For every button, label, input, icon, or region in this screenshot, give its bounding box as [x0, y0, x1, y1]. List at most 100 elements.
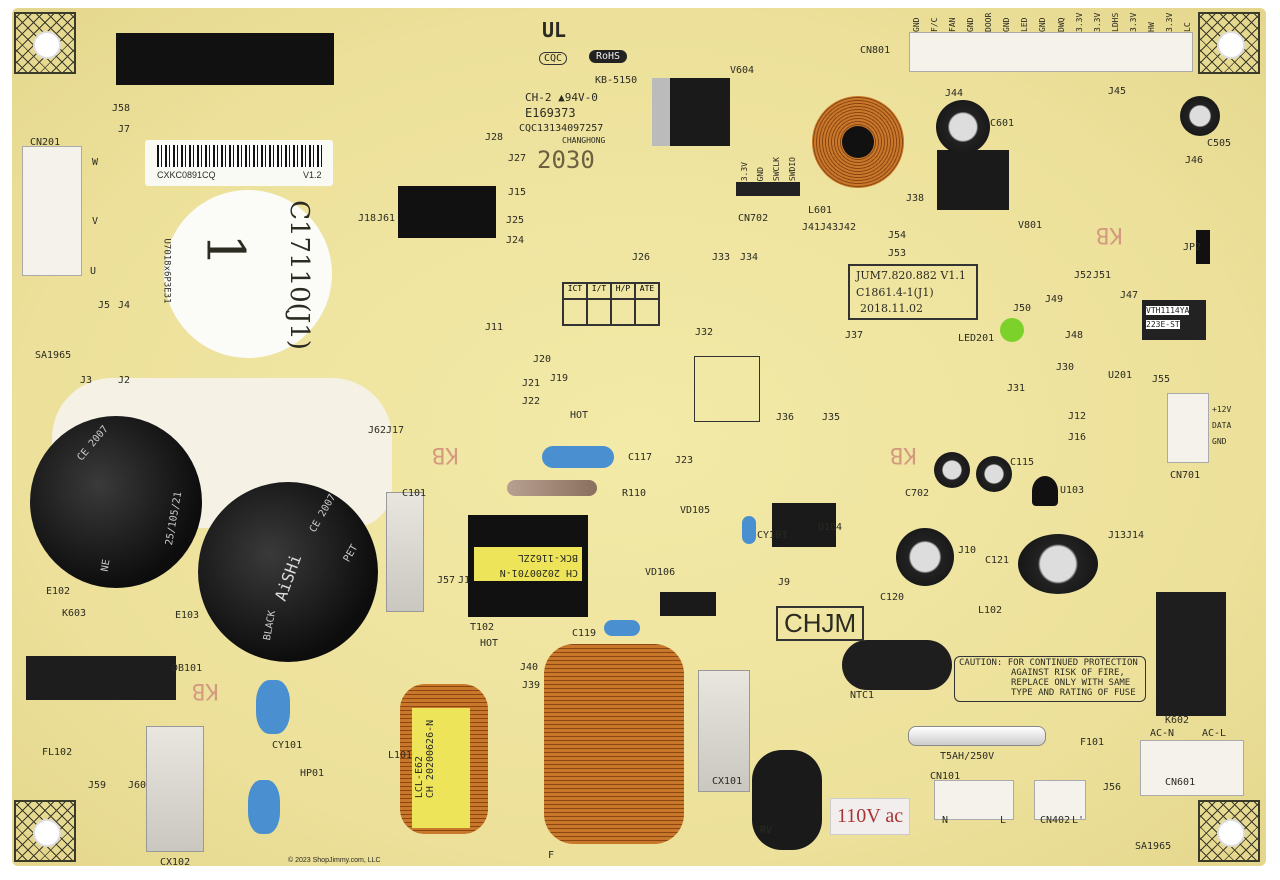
designator-j28: J28 [485, 132, 504, 143]
cn801-pin-label: GND [912, 17, 921, 32]
diode-vd106 [660, 592, 716, 616]
designator-n: N [942, 815, 949, 826]
cn702-pin-label: GND [755, 166, 765, 181]
cn701-pin-label: GND [1212, 437, 1227, 446]
cqc-mark: CQC [539, 52, 568, 65]
designator-j55: J55 [1152, 374, 1171, 385]
model-number: KB-5150 [595, 75, 638, 86]
choke-label-line: LCL-E62 [414, 755, 426, 799]
round-sticker: 1 C17110(J1) U7018x6P3E31 [161, 190, 332, 358]
cn801-pin-label: DOOR [984, 12, 994, 32]
designator-j5: J5 [98, 300, 111, 311]
transformer-label-line: CH 20200701-N [499, 567, 578, 578]
cn701-pin-label: DATA [1212, 421, 1232, 430]
designator-j23: J23 [675, 455, 694, 466]
mounting-hole-bottom-right [1198, 800, 1260, 862]
designator-c601: C601 [990, 118, 1015, 129]
cn801-pin-label: HW [1146, 22, 1156, 32]
designator-j30: J30 [1056, 362, 1075, 373]
date-code: 2030 [537, 146, 595, 174]
designator-j10: J10 [958, 545, 977, 556]
test-table-cell [611, 299, 635, 325]
cn601-pin-label: AC-L [1202, 728, 1227, 739]
redacted-label [398, 186, 496, 238]
designator-cx102: CX102 [160, 857, 191, 868]
designator-hp01: HP01 [300, 768, 325, 779]
resistor-r110 [507, 480, 597, 496]
capacitor-c601 [936, 100, 990, 154]
info-line: 2018.11.02 [860, 302, 923, 315]
designator-vd105: VD105 [680, 505, 711, 516]
designator-k602: K602 [1165, 715, 1190, 726]
designator-j7: J7 [118, 124, 131, 135]
cn702-pin-label: SWCLK [771, 156, 781, 181]
designator-cn601: CN601 [1165, 777, 1196, 788]
cn801-pin-label: F/C [930, 17, 940, 32]
designator-j40: J40 [520, 662, 539, 673]
designator-j13: J13 [1108, 530, 1127, 541]
sticker-small-code: U7018x6P3E31 [161, 238, 172, 304]
designator-l102: L102 [978, 605, 1003, 616]
cn801-pin-label: LED [1020, 17, 1030, 32]
blank-box [694, 356, 760, 422]
designator-hot: HOT [570, 410, 589, 421]
designator-j16: J16 [1068, 432, 1087, 443]
designator-cn402: CN402 [1040, 815, 1071, 826]
cn702-pin-label: SWDIO [787, 156, 797, 181]
mounting-hole-bottom-left [14, 800, 76, 862]
caution-box: CAUTION: FOR CONTINUED PROTECTION AGAINS… [954, 656, 1146, 702]
test-table-cell [587, 299, 611, 325]
designator-c505: C505 [1207, 138, 1232, 149]
test-table-header: I/T [587, 283, 611, 299]
designator-f101: F101 [1080, 737, 1105, 748]
designator-j32: J32 [695, 327, 714, 338]
cn801-pin-label: 3.3V [1164, 12, 1174, 32]
designator-j19: J19 [550, 373, 569, 384]
toroid-core [842, 126, 874, 158]
test-table-header: ICT [563, 283, 587, 299]
designator-j27: J27 [508, 153, 527, 164]
designator-j54: J54 [888, 230, 907, 241]
capacitor-e102 [30, 416, 202, 588]
designator-kb: KB [1096, 222, 1123, 247]
designator-cn702: CN702 [738, 213, 769, 224]
designator-c117: C117 [628, 452, 653, 463]
varistor-rv [752, 750, 822, 850]
capacitor-e103 [198, 482, 378, 662]
designator-c702: C702 [905, 488, 930, 499]
designator-j53: J53 [888, 248, 907, 259]
designator-l101: L101 [388, 750, 413, 761]
designator-kb: KB [432, 442, 459, 467]
caution-line: AGAINST RISK OF FIRE, [1011, 668, 1125, 678]
cn801-pin-label: GND [1038, 17, 1048, 32]
designator-j17: J17 [386, 425, 405, 436]
choke-label: LCL-E62 CH 20200626-N [412, 708, 470, 828]
sticker-number: 1 [194, 233, 255, 267]
manufacturer: CHANGHONG [562, 136, 606, 145]
capacitor-cx101 [698, 670, 750, 792]
designator-j2: J2 [118, 375, 131, 386]
jumper-jp2 [1196, 230, 1210, 264]
connector-cn801 [909, 32, 1193, 72]
ic-u201: VTH1114YA 223E-ST [1142, 300, 1206, 340]
cn801-pin-label: GND [966, 17, 976, 32]
connector-cn601 [1140, 740, 1244, 796]
designator-l: L [1000, 815, 1007, 826]
designator-c120: C120 [880, 592, 905, 603]
designator-j42: J42 [838, 222, 857, 233]
designator-j60: J60 [128, 780, 147, 791]
cn801-pin-label: GND [1002, 17, 1012, 32]
designator-j52: J52 [1074, 270, 1093, 281]
designator-j49: J49 [1045, 294, 1064, 305]
designator-j43: J43 [820, 222, 839, 233]
capacitor-c119 [604, 620, 640, 636]
cn801-pin-label: LC [1182, 22, 1192, 32]
designator-j3: J3 [80, 375, 93, 386]
connector-cn101 [934, 780, 1014, 820]
cn801-pin-label: 3.3V [1092, 12, 1102, 32]
capacitor-c115 [976, 456, 1012, 492]
designator-j15: J15 [508, 187, 527, 198]
designator-j58: J58 [112, 103, 131, 114]
barcode-code: CXKC0891CQ [157, 170, 216, 180]
